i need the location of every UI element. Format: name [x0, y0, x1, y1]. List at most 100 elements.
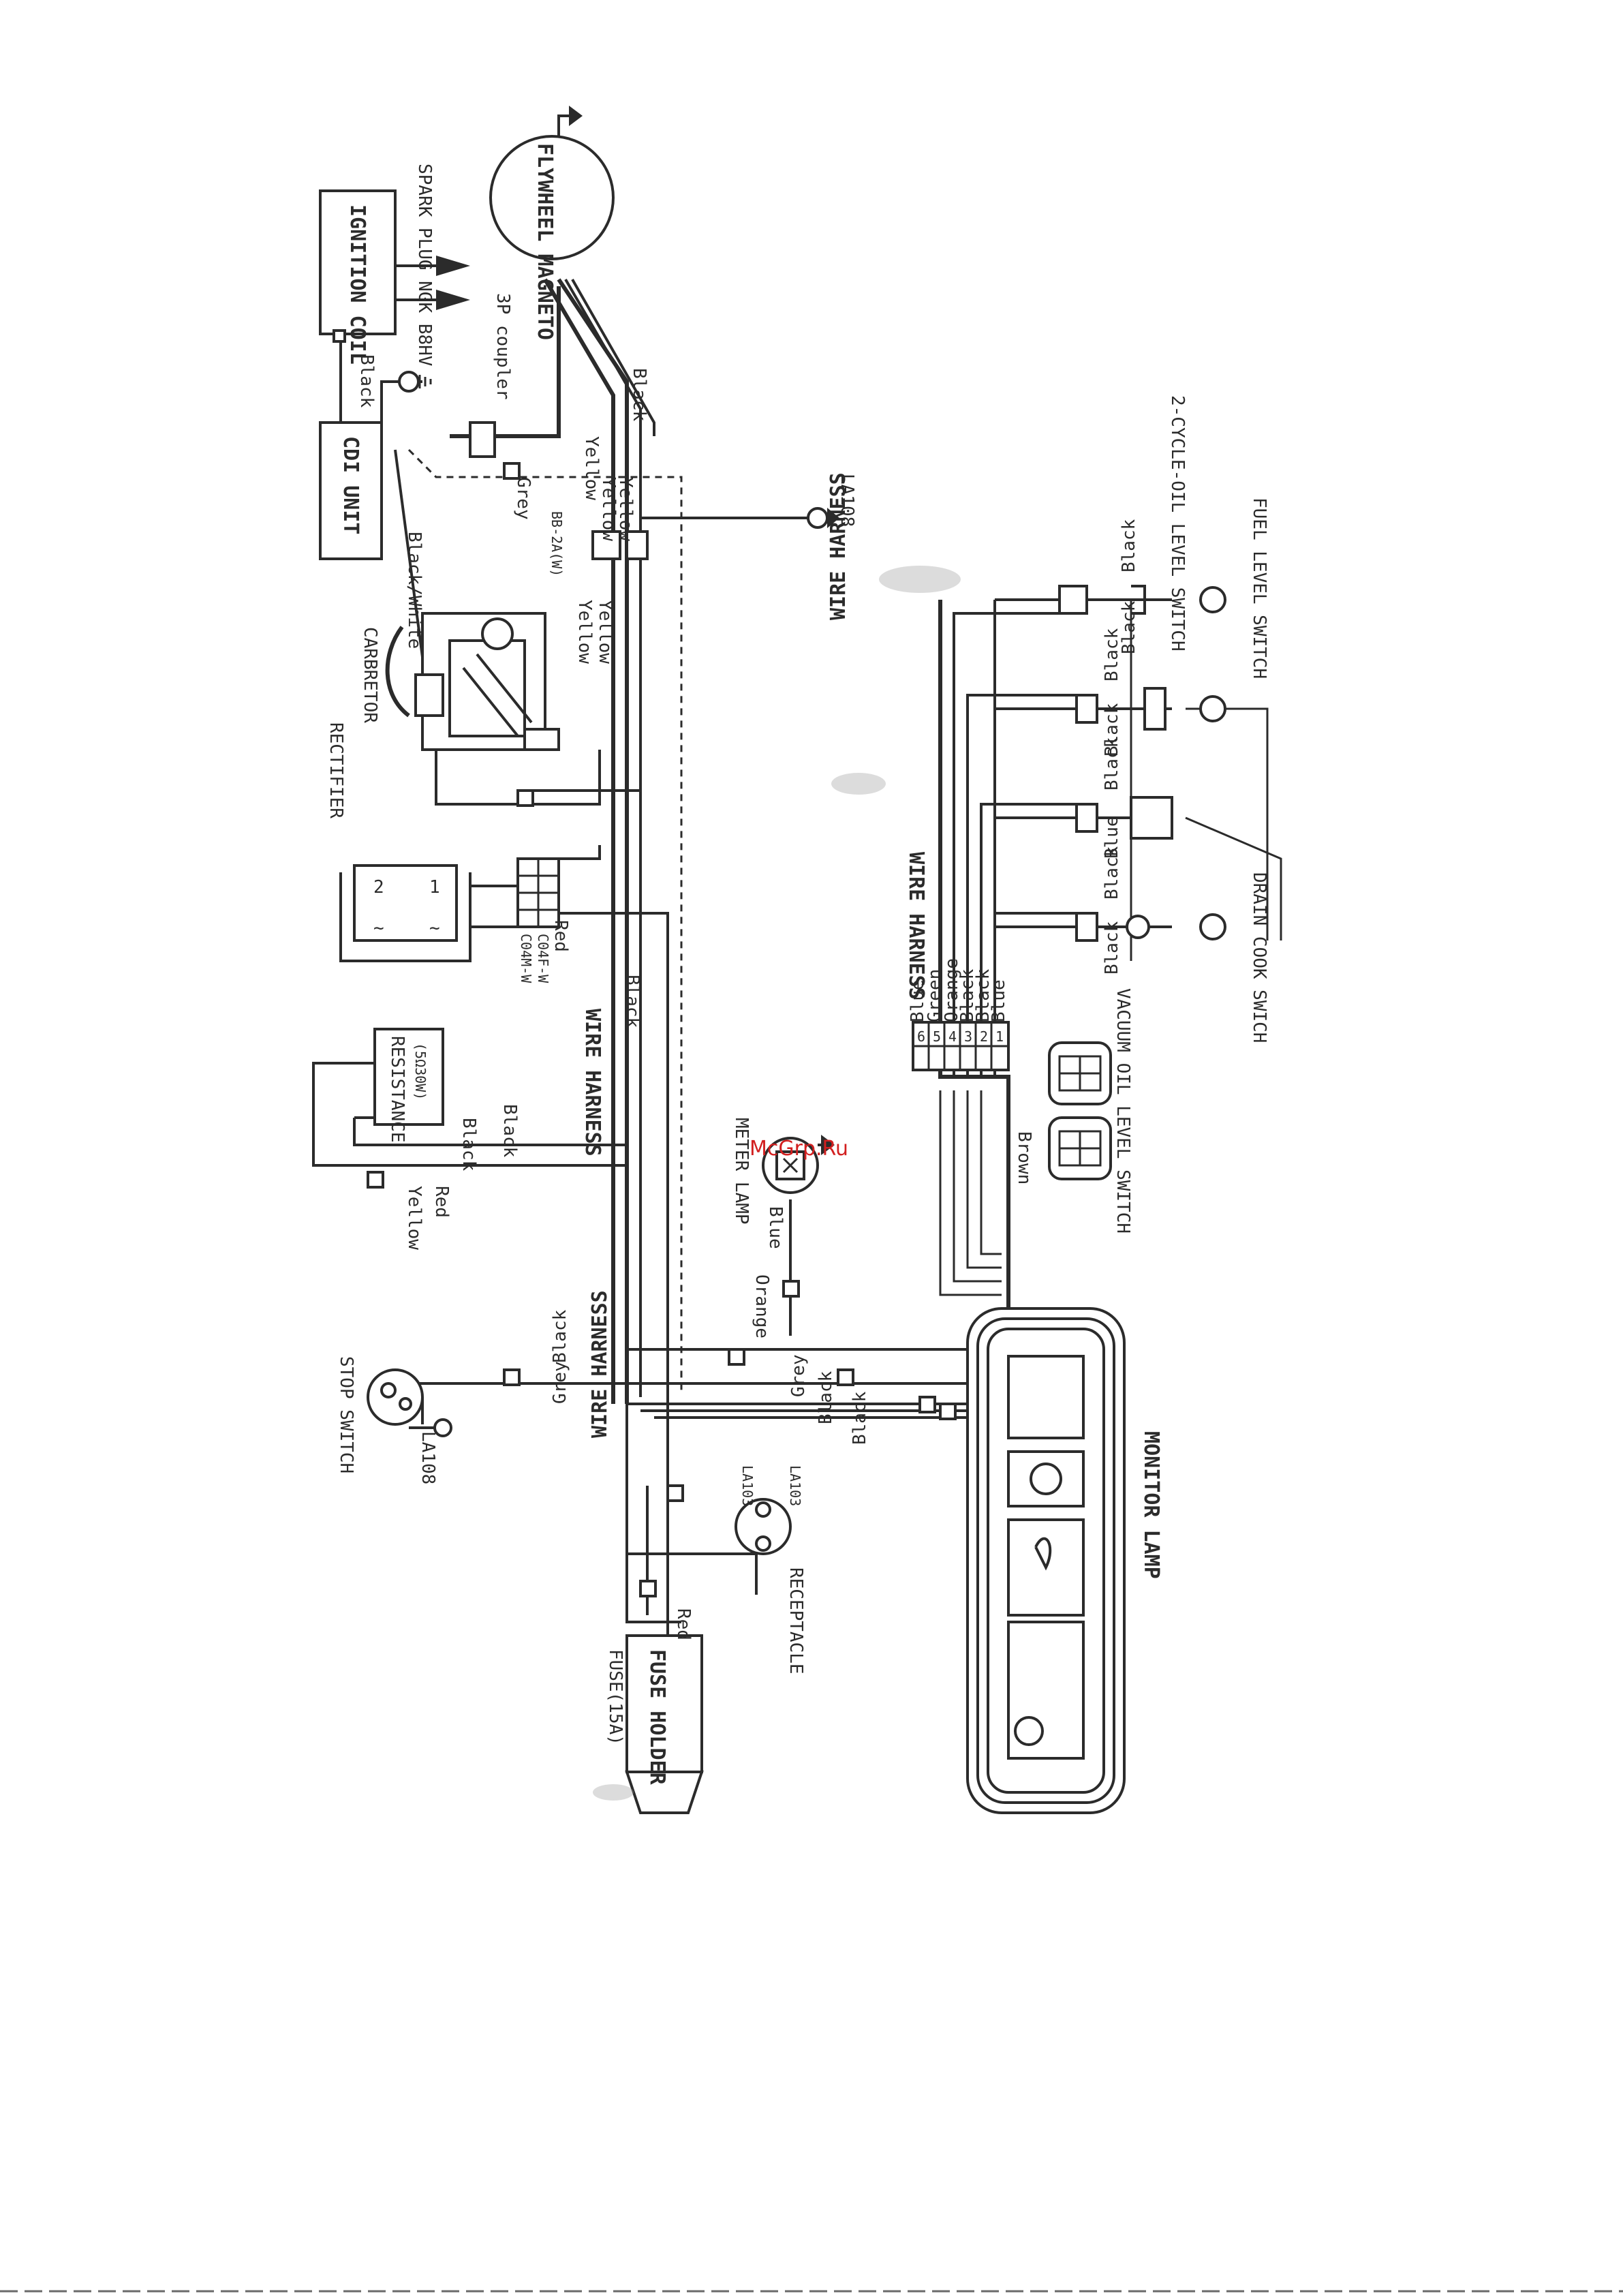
- wire-label-black-cdi: Black: [356, 354, 377, 408]
- rectifier-pin-ac1: ~: [373, 918, 384, 938]
- terminal-la103-a: LA103: [739, 1465, 756, 1506]
- rectifier-pin-ac2: ~: [429, 918, 440, 938]
- resistance-value: (5Ω30W): [412, 1043, 429, 1100]
- spark-plug: SPARK PLUG NGK B8HV: [395, 164, 470, 366]
- pin-6: 6: [917, 1028, 925, 1045]
- switch-fuel-level: Black Black FUEL LEVEL SWITCH: [1075, 498, 1269, 756]
- connector-c04fw-label: C04F-W: [535, 934, 551, 983]
- switch-vacuum-oil-label: VACUUM OIL LEVEL SWITCH: [1113, 988, 1133, 1234]
- coupler-3p-label: 3P coupler: [493, 293, 513, 400]
- fuse-holder-label: FUSE HOLDER: [645, 1649, 669, 1786]
- ignition-coil-label: IGNITION COIL: [345, 204, 369, 365]
- resistance: RESISTANCE (5Ω30W) Black Black Red Yello…: [327, 1009, 604, 1250]
- wire-label-green-5: Green: [925, 969, 945, 1022]
- wire-label-black-fuel-a: Black: [1102, 628, 1122, 682]
- wire-label-brown: Brown: [1014, 1131, 1034, 1184]
- connector-c04: C04M-W C04F-W Red Black: [516, 857, 643, 1028]
- wire-label-black-2: Black: [973, 968, 993, 1022]
- wire-label-blue-6: Blue: [908, 979, 928, 1022]
- wire-label-black-3: Black: [957, 968, 978, 1022]
- wire-label-black-drain: Black: [1102, 737, 1122, 791]
- stop-switch: STOP SWITCH LA108 WIRE HARNESS Grey Blac…: [336, 1290, 870, 1484]
- cdi-unit-label: CDI UNIT: [339, 436, 362, 535]
- drop-icon: [1034, 1537, 1052, 1571]
- terminal-la108-b: LA108: [418, 1431, 438, 1484]
- connector-6pin: 6 5 4 3 2 1 Blue Green Orange Black Blac…: [904, 852, 1112, 1184]
- fuse-label: FUSE(15A): [605, 1649, 625, 1745]
- fuel-pump-icon: [1030, 1463, 1062, 1495]
- wire-label-black-stop: Black: [550, 1309, 570, 1363]
- wire-label-blue-meter: Blue: [765, 1206, 786, 1249]
- wire-label-yellow-r: Yellow: [404, 1186, 424, 1250]
- fuse-holder: FUSE HOLDER FUSE(15A) Red: [605, 1608, 704, 1814]
- switch-fuel-level-label: FUEL LEVEL SWITCH: [1249, 498, 1269, 679]
- wire-label-yellow-1: Yellow: [581, 436, 602, 500]
- switch-drain-cook: Black Blue DRAIN COOK SWICH: [1075, 737, 1269, 1043]
- wire-label-black-vac-a: Black: [1102, 846, 1122, 900]
- connector-bb-label: BB-2A(W): [548, 511, 565, 577]
- wire-label-grey-top: Grey: [513, 477, 534, 520]
- spark-plug-label: SPARK PLUG NGK B8HV: [414, 164, 435, 366]
- wires: [312, 278, 1282, 1636]
- wire-label-grey-mon: Grey: [788, 1354, 809, 1397]
- wire-label-black-2co-b: Black: [1119, 600, 1139, 654]
- carburetor-label: CARBRETOR: [360, 627, 380, 723]
- pin-3: 3: [964, 1028, 972, 1045]
- wire-harness-left-label: WIRE HARNESS: [581, 1009, 604, 1157]
- carburetor: CARBRETOR Black/White: [360, 532, 560, 751]
- terminal-la103-b: LA103: [787, 1465, 803, 1506]
- rectifier: RECTIFIER 2 1 ~ ~: [326, 722, 458, 942]
- terminal-la108-a: LA108: [837, 474, 857, 527]
- ground-icon: [569, 106, 583, 126]
- monitor-lamp-label: MONITOR LAMP: [1139, 1431, 1163, 1579]
- receptacle-label: RECEPTACLE: [786, 1567, 806, 1674]
- wire-label-red-r: Red: [431, 1186, 452, 1218]
- wire-label-yellow-2: Yellow: [598, 477, 619, 541]
- meter-lamp-label: METER LAMP: [731, 1118, 752, 1225]
- wire-label-black-r1: Black: [459, 1118, 479, 1172]
- rectifier-pin-2: 2: [373, 877, 384, 898]
- monitor-lamp: MONITOR LAMP: [966, 1307, 1163, 1814]
- pin-1: 1: [995, 1028, 1004, 1045]
- wire-harness-top-label: WIRE HARNESS: [826, 472, 850, 620]
- wire-label-orange-4: Orange: [942, 958, 962, 1022]
- ignition-coil: IGNITION COIL: [319, 189, 397, 365]
- wire-label-black-center: Black: [622, 975, 643, 1028]
- wire-label-black-r2: Black: [499, 1104, 520, 1158]
- pin-5: 5: [933, 1028, 941, 1045]
- receptacle: RECEPTACLE LA103 LA103: [735, 1465, 806, 1674]
- oil-can-icon: [1014, 1716, 1044, 1746]
- wire-label-black-fuel-b: Black: [1102, 703, 1122, 756]
- pin-2: 2: [980, 1028, 988, 1045]
- wire-label-blue-drain: Blue: [1102, 816, 1122, 859]
- stop-switch-label: STOP SWITCH: [336, 1356, 356, 1473]
- wire-label-black-mon2: Black: [850, 1391, 870, 1445]
- wire-label-yellow-4: Yellow: [574, 600, 595, 664]
- wire-label-orange-meter: Orange: [752, 1274, 772, 1338]
- switch-2-cycle-oil-label: 2-CYCLE-OIL LEVEL SWITCH: [1167, 395, 1188, 652]
- wire-label-grey-stop: Grey: [550, 1361, 570, 1404]
- rectifier-pin-1: 1: [429, 877, 440, 898]
- flywheel-magneto-label: FLYWHEEL MAGNETO: [533, 143, 557, 340]
- wire-label-yellow-3: Yellow: [615, 477, 636, 541]
- wire-label-yellow-5: Yellow: [595, 600, 615, 664]
- wire-label-black-top: Black: [629, 368, 649, 422]
- cdi-unit: CDI UNIT Black: [319, 354, 432, 560]
- top-wire-labels: Grey Yellow Yellow Yellow Black BB-2A(W)…: [513, 368, 649, 664]
- ground-terminal-icon: [398, 371, 420, 393]
- rectifier-label: RECTIFIER: [326, 722, 346, 818]
- wire-label-red-c04: Red: [551, 920, 571, 952]
- wire-harness-top: LA108 WIRE HARNESS: [807, 472, 857, 620]
- wire-label-black-white: Black/White: [404, 532, 424, 649]
- switch-2-cycle-oil: Black Black 2-CYCLE-OIL LEVEL SWITCH: [1058, 395, 1226, 654]
- flywheel-magneto: FLYWHEEL MAGNETO: [489, 106, 615, 340]
- wire-label-black-2co-a: Black: [1119, 519, 1139, 572]
- meter-lamp: METER LAMP Blue Orange: [731, 1118, 835, 1338]
- resistance-label: RESISTANCE: [387, 1036, 407, 1143]
- switch-vacuum-oil: Black Black VACUUM OIL LEVEL SWITCH: [1075, 846, 1226, 1234]
- switch-drain-cook-label: DRAIN COOK SWICH: [1249, 872, 1269, 1043]
- wire-harness-right-label: WIRE HARNESS: [588, 1290, 612, 1438]
- connector-c04mw-label: C04M-W: [518, 934, 534, 983]
